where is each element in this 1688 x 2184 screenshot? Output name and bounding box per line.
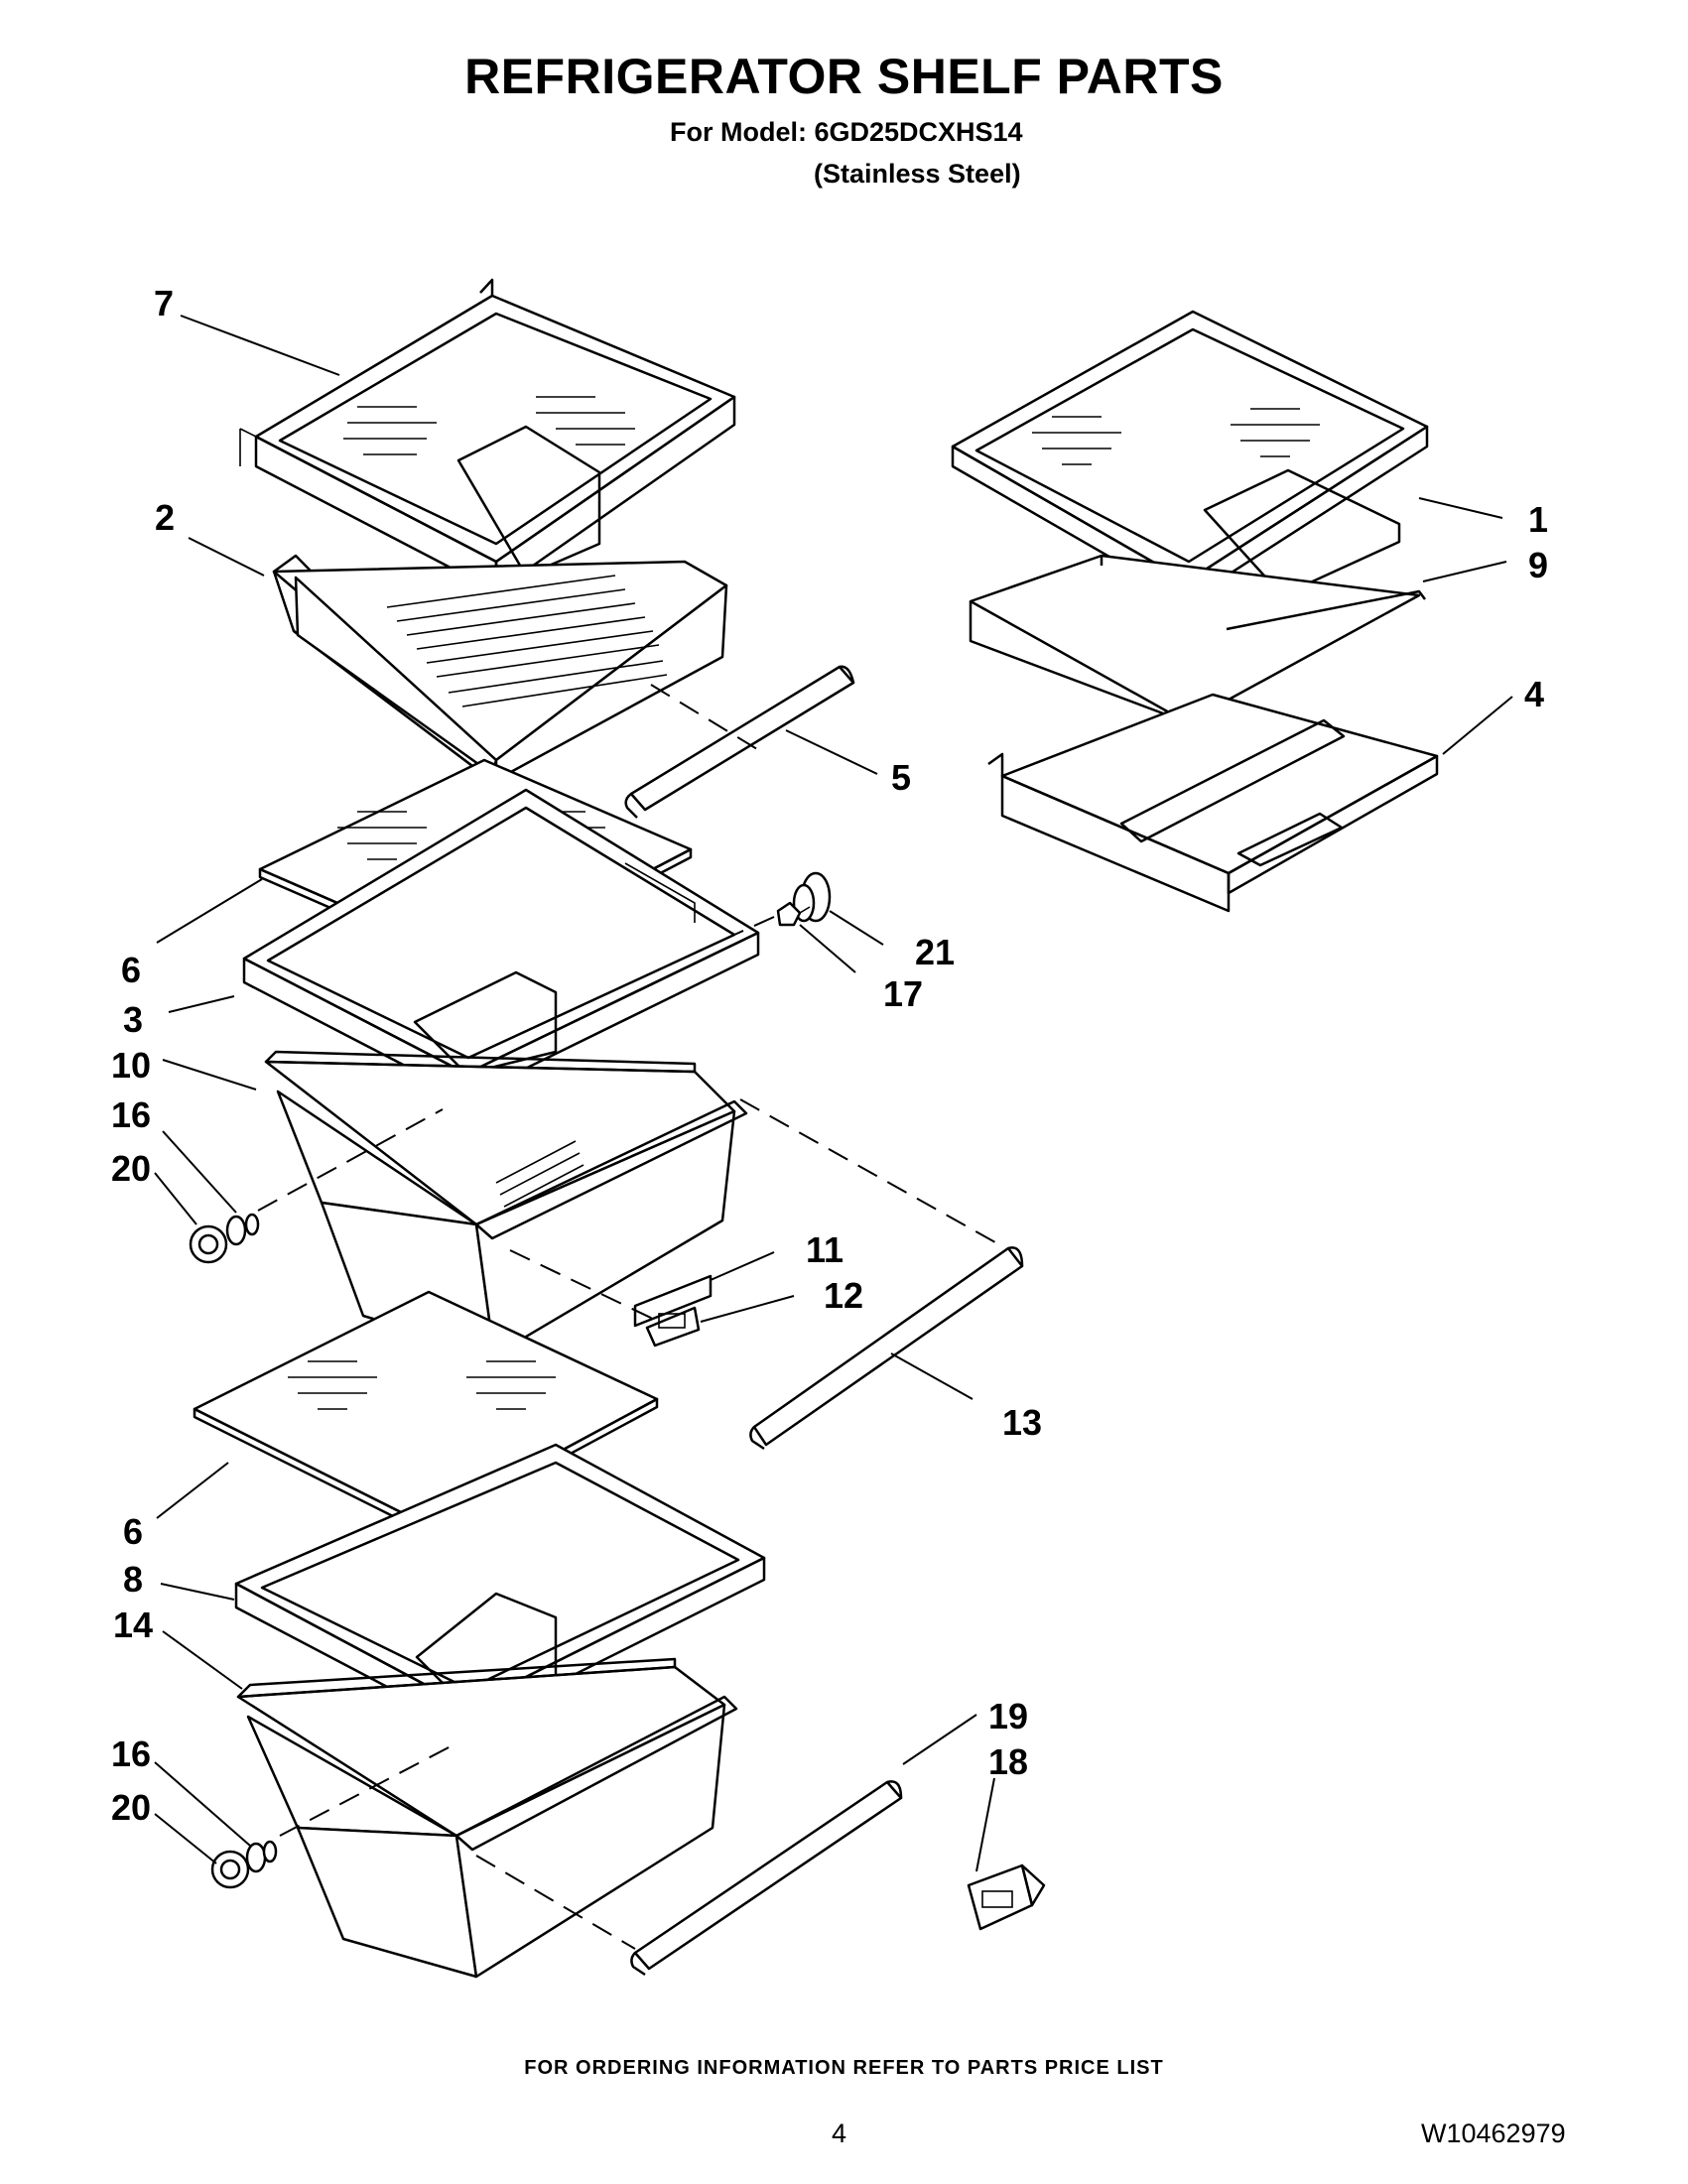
part-14-lower-crisper-pan[interactable]	[236, 1657, 738, 1979]
callout-16-upper: 16	[111, 1094, 151, 1135]
callout-10: 10	[111, 1045, 151, 1086]
callout-17: 17	[883, 973, 923, 1014]
part-4-sliding-shelf[interactable]	[987, 693, 1439, 913]
callout-20-lower: 20	[111, 1787, 151, 1828]
callout-2: 2	[155, 497, 175, 538]
part-11-12-clips[interactable]	[633, 1274, 713, 1348]
callout-11: 11	[806, 1229, 844, 1270]
part-1-glass-shelf[interactable]	[951, 310, 1429, 603]
assembly-dashed-lines	[257, 684, 1003, 1950]
callout-6-upper: 6	[121, 950, 141, 990]
part-9-shelf-bracket[interactable]	[969, 554, 1426, 734]
callout-18: 18	[988, 1741, 1028, 1782]
callout-leader-lines	[154, 315, 1513, 1872]
part-13-trim-strip[interactable]	[749, 1246, 1024, 1451]
part-16-20-lower-slide-knob[interactable]	[210, 1840, 278, 1889]
callout-7: 7	[154, 283, 174, 323]
part-16-20-upper-slide-knob[interactable]	[189, 1213, 260, 1264]
callout-16-lower: 16	[111, 1734, 151, 1774]
part-5-trim-strip[interactable]	[624, 665, 855, 819]
callout-8: 8	[123, 1559, 143, 1600]
document-number: W10462979	[1421, 2119, 1566, 2148]
callout-4: 4	[1524, 674, 1544, 714]
part-18-bracket-clip[interactable]	[967, 1863, 1046, 1931]
callout-12: 12	[824, 1275, 863, 1316]
part-2-upper-crisper-drawer[interactable]	[272, 554, 728, 786]
part-19-trim-strip[interactable]	[630, 1780, 903, 1977]
model-number: For Model: 6GD25DCXHS14	[670, 117, 1023, 147]
model-finish: (Stainless Steel)	[814, 159, 1021, 189]
callout-labels: 7 2 5 6 3 10 16 20 21 17 11 12 13 6 8 14…	[111, 283, 1548, 1828]
callout-19: 19	[988, 1696, 1028, 1736]
page-number: 4	[832, 2119, 847, 2148]
callout-20-upper: 20	[111, 1148, 151, 1189]
ordering-note: FOR ORDERING INFORMATION REFER TO PARTS …	[524, 2057, 1164, 2079]
part-17-screw[interactable]	[776, 901, 811, 927]
callout-3: 3	[123, 999, 143, 1040]
callout-6-lower: 6	[123, 1511, 143, 1552]
callout-14: 14	[113, 1605, 153, 1645]
part-7-crisper-cover-frame[interactable]	[239, 278, 736, 593]
page-title: REFRIGERATOR SHELF PARTS	[464, 49, 1224, 104]
callout-5: 5	[891, 757, 911, 798]
part-10-upper-crisper-pan[interactable]	[264, 1050, 748, 1357]
part-21-roller[interactable]	[792, 871, 832, 923]
part-3-upper-crisper-frame[interactable]	[242, 788, 760, 1099]
callout-1: 1	[1528, 499, 1548, 540]
callout-13: 13	[1002, 1402, 1042, 1443]
callout-9: 9	[1528, 545, 1548, 585]
callout-21: 21	[915, 932, 955, 972]
